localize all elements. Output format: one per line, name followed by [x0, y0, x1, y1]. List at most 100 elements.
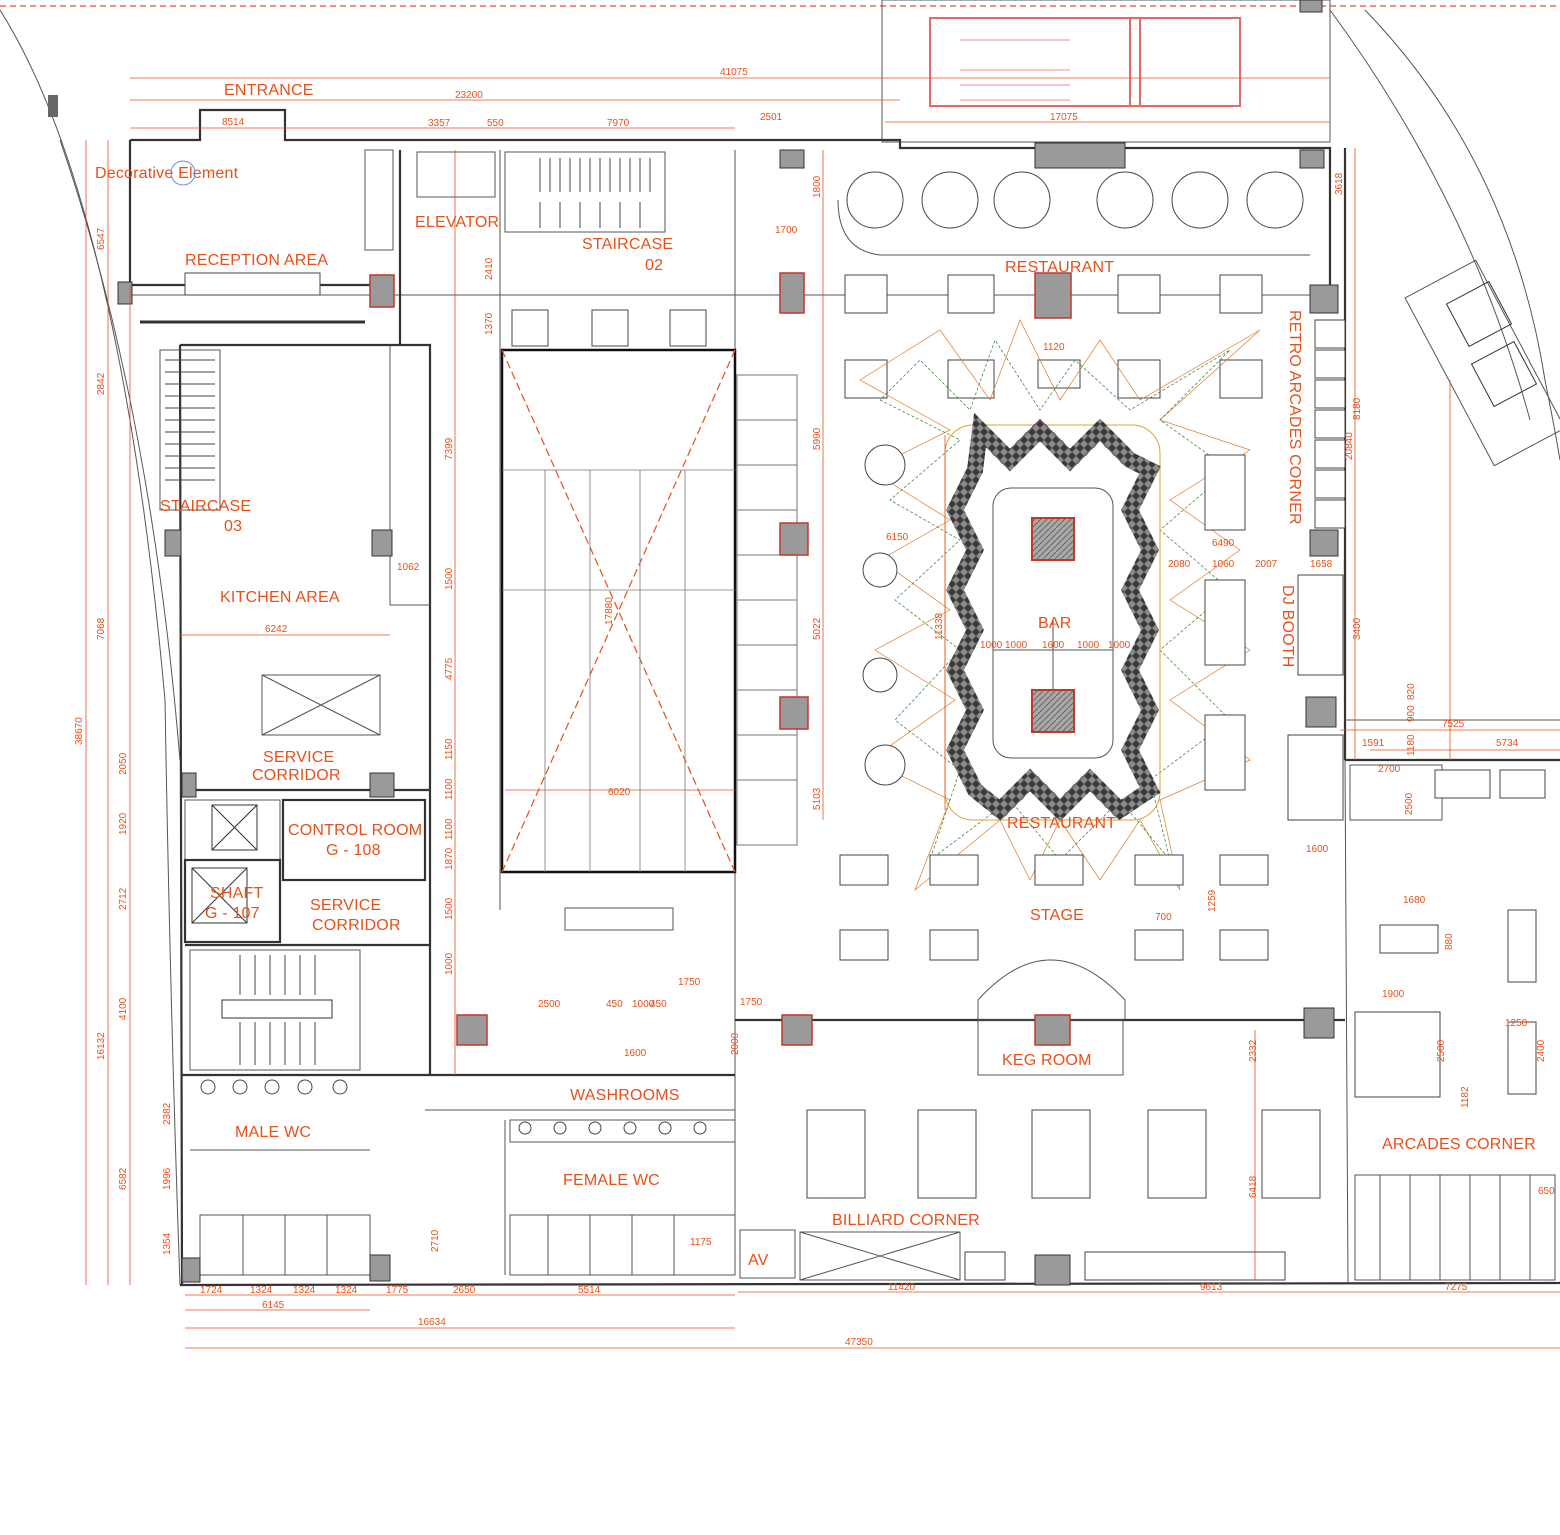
staircase-02 [504, 151, 666, 233]
dim-20840: 20840 [1344, 432, 1355, 460]
dim-1680: 1680 [1403, 895, 1426, 906]
dim-900: 900 [1406, 705, 1417, 722]
label-staircase-02-number: 02 [645, 257, 663, 274]
bar-counter [944, 412, 1161, 822]
dim-1750-b: 1750 [740, 997, 763, 1008]
dim-3618: 3618 [1334, 172, 1345, 195]
round-tables [862, 444, 906, 786]
label-service-corridor-2: SERVICE [310, 897, 381, 914]
bowling-lanes [500, 309, 737, 931]
label-reception-area: RECEPTION AREA [185, 252, 328, 269]
billiard-storage [739, 1229, 1286, 1281]
curved-facade-right [1364, 9, 1560, 461]
label-shaft: SHAFT [210, 885, 263, 902]
dim-2500-b: 2500 [1436, 1039, 1447, 1062]
dim-5103: 5103 [812, 787, 823, 810]
dim-1658: 1658 [1310, 559, 1333, 570]
bar-dim-3: 1600 [1042, 640, 1065, 651]
dim-4100: 4100 [118, 997, 129, 1020]
dim-1700: 1700 [775, 225, 798, 236]
dim-2500-a: 2500 [1404, 792, 1415, 815]
label-restaurant-top: RESTAURANT [1005, 259, 1114, 276]
dim-1324-c: 1324 [335, 1285, 358, 1296]
dim-1600-b: 1600 [624, 1048, 647, 1059]
lane-side-lockers [736, 374, 798, 846]
dim-1100-a: 1100 [444, 778, 455, 800]
label-dj-booth: DJ BOOTH [1279, 585, 1296, 668]
dim-3357: 3357 [428, 118, 451, 129]
label-staircase-03: STAIRCASE [160, 498, 251, 515]
dim-2710: 2710 [430, 1229, 441, 1252]
dim-3400: 3400 [1352, 617, 1363, 640]
dim-47350: 47350 [845, 1337, 873, 1348]
exterior-pavilion [1404, 259, 1560, 467]
dim-1354: 1354 [162, 1232, 173, 1255]
label-stage: STAGE [1030, 907, 1084, 924]
dim-8180: 8180 [1352, 397, 1363, 420]
dim-41075: 41075 [720, 67, 748, 78]
kitchen-walls [182, 345, 430, 792]
dim-1150: 1150 [444, 738, 455, 760]
dim-2501: 2501 [760, 112, 783, 123]
dim-1180: 1180 [1406, 734, 1417, 756]
dim-1900: 1900 [1382, 989, 1405, 1000]
label-staircase-03-number: 03 [224, 518, 242, 535]
label-washrooms: WASHROOMS [570, 1087, 680, 1104]
bar-dim-2: 1000 [1005, 640, 1028, 651]
dim-5734: 5734 [1496, 738, 1519, 749]
label-bar: BAR [1038, 615, 1072, 632]
dim-6490: 6490 [1212, 538, 1235, 549]
dim-450-b: 450 [650, 999, 667, 1010]
dim-1370: 1370 [484, 312, 495, 335]
dimension-lines [85, 77, 1560, 1349]
label-keg-room: KEG ROOM [1002, 1052, 1092, 1069]
dim-1100-b: 1100 [444, 818, 455, 840]
dim-2332: 2332 [1248, 1039, 1259, 1062]
stage-platform [977, 959, 1126, 1020]
dim-16132: 16132 [96, 1032, 107, 1060]
dim-1062: 1062 [397, 562, 420, 573]
dim-7525: 7525 [1442, 719, 1465, 730]
bar-dim-5: 1000 [1108, 640, 1131, 651]
label-retro-arcades-corner: RETRO ARCADES CORNER [1286, 310, 1303, 525]
dim-6418: 6418 [1248, 1175, 1259, 1198]
dim-23200: 23200 [455, 90, 483, 101]
restaurant-booths [837, 171, 1310, 256]
dim-6242: 6242 [265, 624, 288, 635]
label-kitchen-area: KITCHEN AREA [220, 589, 340, 606]
dim-880: 880 [1444, 933, 1455, 950]
female-wc-fixtures [425, 1109, 736, 1276]
label-control-room: CONTROL ROOM [288, 822, 422, 839]
dim-8514: 8514 [222, 117, 245, 128]
dim-7399: 7399 [444, 437, 455, 460]
dim-1996: 1996 [162, 1167, 173, 1190]
dim-1120: 1120 [1043, 342, 1065, 353]
dim-4775: 4775 [444, 657, 455, 680]
label-male-wc: MALE WC [235, 1124, 311, 1141]
dim-9613: 9613 [1200, 1282, 1223, 1293]
dim-1500-b: 1500 [444, 897, 455, 920]
label-female-wc: FEMALE WC [563, 1172, 660, 1189]
dim-6582: 6582 [118, 1167, 129, 1190]
dim-1324-b: 1324 [293, 1285, 316, 1296]
restaurant-tables-top [844, 274, 1263, 399]
facade-column [48, 95, 58, 117]
columns [117, 142, 1339, 1286]
label-billiard-corner: BILLIARD CORNER [832, 1212, 980, 1229]
dim-1724: 1724 [200, 1285, 223, 1296]
bar-internal-dims: 1000 1000 1600 1000 1000 [980, 640, 1131, 651]
decorative-element-marker [170, 160, 196, 186]
escalators [881, 0, 1331, 143]
label-shaft-number: G - 107 [205, 905, 260, 922]
dim-6145: 6145 [262, 1300, 285, 1311]
dim-17880: 17880 [604, 597, 615, 625]
dim-38670: 38670 [74, 717, 85, 745]
dim-1175: 1175 [690, 1237, 712, 1248]
control-shaft-block [183, 798, 430, 947]
dim-1870: 1870 [444, 847, 455, 870]
arcade-machines [1287, 734, 1556, 1281]
label-entrance: ENTRANCE [224, 82, 314, 99]
dim-5990: 5990 [812, 427, 823, 450]
reception-counter [140, 149, 394, 324]
